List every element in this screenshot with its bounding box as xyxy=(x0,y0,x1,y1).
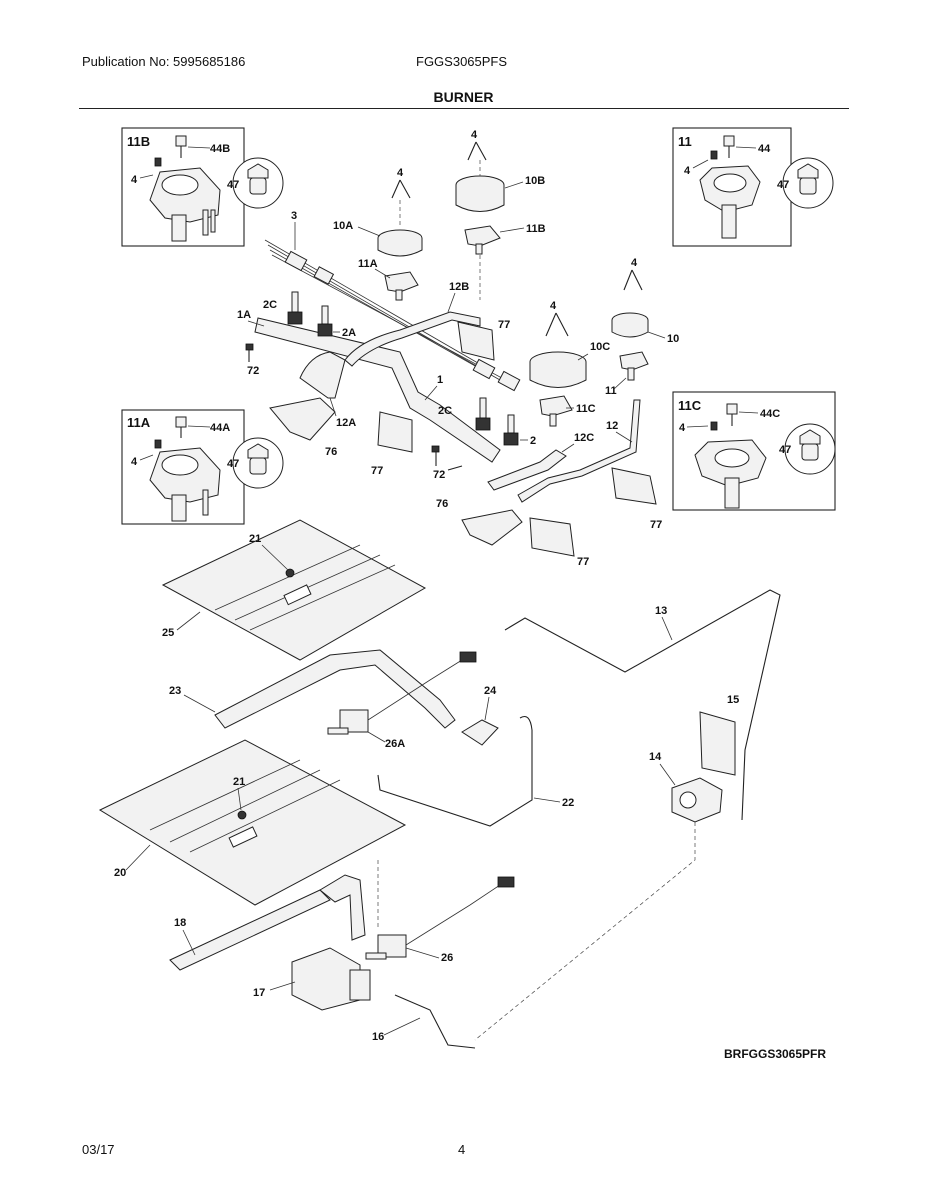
igniter-26a xyxy=(327,651,477,735)
label-10c: 10C xyxy=(590,341,610,353)
valve-2 xyxy=(503,414,519,446)
label-11c: 11C xyxy=(576,403,596,415)
inset-11b-title: 11B xyxy=(127,134,150,149)
label-16: 16 xyxy=(372,1031,384,1043)
footer-date: 03/17 xyxy=(82,1142,115,1157)
inset-11-four: 4 xyxy=(684,165,691,177)
inset-11c-four: 4 xyxy=(679,422,686,434)
burner-base-11 xyxy=(619,351,649,381)
label-21-bottom: 21 xyxy=(233,776,245,788)
inset-11c-screw: 44C xyxy=(760,408,780,420)
burner-10b xyxy=(455,160,505,212)
oven-valve-17 xyxy=(291,947,371,1011)
inset-11b: 11B 44B 4 47 xyxy=(121,127,284,247)
label-14: 14 xyxy=(649,751,662,763)
label-76-left: 76 xyxy=(325,446,337,458)
label-20: 20 xyxy=(114,867,126,879)
inset-11c-title: 11C xyxy=(678,398,702,413)
inset-11a-title: 11A xyxy=(127,415,151,430)
label-22: 22 xyxy=(562,797,574,809)
model-number: FGGS3065PFS xyxy=(416,54,508,69)
burner-10 xyxy=(611,312,649,338)
inset-11c: 11C 44C 4 47 xyxy=(672,391,836,511)
inset-11a: 11A 44A 4 47 xyxy=(121,409,284,525)
inset-11-circle: 47 xyxy=(777,179,789,191)
valve-2c-right xyxy=(475,397,491,431)
label-11a: 11A xyxy=(358,258,378,270)
label-4-b: 4 xyxy=(471,129,478,141)
igniter-26 xyxy=(365,876,515,960)
diagram-code: BRFGGS3065PFR xyxy=(724,1047,826,1061)
label-77-b: 77 xyxy=(371,465,383,477)
burner-base-11c xyxy=(539,395,573,427)
label-24: 24 xyxy=(484,685,497,697)
label-17: 17 xyxy=(253,987,265,999)
header-rule xyxy=(79,108,849,109)
label-23: 23 xyxy=(169,685,181,697)
label-25: 25 xyxy=(162,627,174,639)
label-12: 12 xyxy=(606,420,618,432)
label-13: 13 xyxy=(655,605,667,617)
label-76-right: 76 xyxy=(436,498,448,510)
label-77-a: 77 xyxy=(498,319,510,331)
inset-11b-circle: 47 xyxy=(227,179,239,191)
label-72-right: 72 xyxy=(433,469,445,481)
label-1a: 1A xyxy=(237,309,251,321)
label-11b: 11B xyxy=(526,223,546,235)
burner-base-11b xyxy=(464,225,501,255)
label-4-c: 4 xyxy=(550,300,557,312)
inset-11c-circle: 47 xyxy=(779,444,791,456)
burner-base-11a xyxy=(384,271,419,301)
burner-10c xyxy=(529,351,587,388)
label-12b: 12B xyxy=(449,281,469,293)
heat-shield-20 xyxy=(98,739,407,906)
valve-2c-left xyxy=(287,291,303,325)
burner-10a xyxy=(377,200,423,257)
label-15: 15 xyxy=(727,694,739,706)
inset-11b-screw: 44B xyxy=(210,143,230,155)
broil-burner-18 xyxy=(169,874,366,971)
wire-harness xyxy=(264,239,521,392)
pressure-regulator-14 xyxy=(671,777,723,823)
inset-11-title: 11 xyxy=(678,134,692,149)
inset-11a-circle: 47 xyxy=(227,458,239,470)
label-4-a: 4 xyxy=(397,167,404,179)
label-77-c: 77 xyxy=(650,519,662,531)
heat-shield-25 xyxy=(161,519,427,661)
inset-11a-four: 4 xyxy=(131,456,138,468)
label-12c: 12C xyxy=(574,432,594,444)
label-26: 26 xyxy=(441,952,453,964)
label-10b: 10B xyxy=(525,175,545,187)
label-21-top: 21 xyxy=(249,533,261,545)
inset-11-screw: 44 xyxy=(758,143,771,155)
label-10a: 10A xyxy=(333,220,353,232)
label-2a: 2A xyxy=(342,327,356,339)
inset-11b-four: 4 xyxy=(131,174,138,186)
label-2c-left: 2C xyxy=(263,299,277,311)
label-26a: 26A xyxy=(385,738,405,750)
label-77-d: 77 xyxy=(577,556,589,568)
label-4-d: 4 xyxy=(631,257,638,269)
label-3: 3 xyxy=(291,210,297,222)
label-72-left: 72 xyxy=(247,365,259,377)
inset-11a-screw: 44A xyxy=(210,422,230,434)
label-18: 18 xyxy=(174,917,186,929)
publication-number: Publication No: 5995685186 xyxy=(82,54,246,69)
label-12a: 12A xyxy=(336,417,356,429)
label-11: 11 xyxy=(605,385,617,397)
valve-2a xyxy=(317,305,333,337)
label-2c-right: 2C xyxy=(438,405,452,417)
footer-page-number: 4 xyxy=(458,1142,466,1157)
label-2: 2 xyxy=(530,435,536,447)
label-10: 10 xyxy=(667,333,679,345)
inset-11: 11 44 4 47 xyxy=(672,127,834,247)
page-title: BURNER xyxy=(433,89,494,105)
oven-burner-23 xyxy=(214,649,456,729)
label-1: 1 xyxy=(437,374,443,386)
